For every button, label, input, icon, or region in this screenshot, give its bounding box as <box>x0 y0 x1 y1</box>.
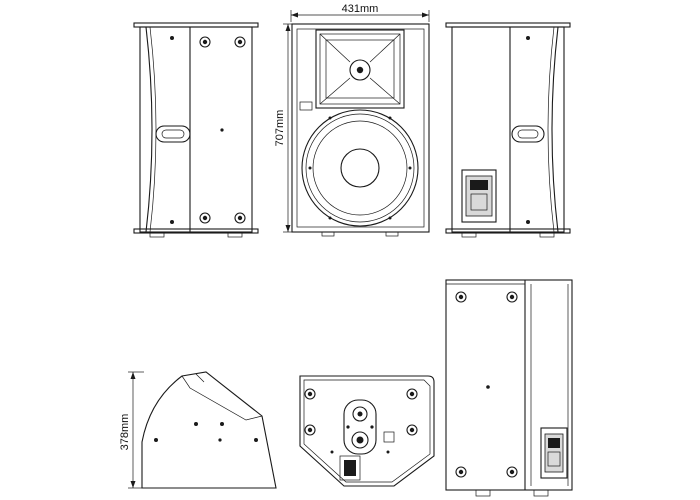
width-dimension-label: 431mm <box>342 3 379 15</box>
depth-dimension-label: 378mm <box>119 414 131 451</box>
side-view-right <box>445 22 571 238</box>
height-dimension-label: 707mm <box>274 110 286 147</box>
front-view: 431mm 707mm <box>274 3 430 237</box>
top-view <box>299 375 435 487</box>
rear-view <box>445 279 573 497</box>
side-view-left <box>133 22 259 238</box>
profile-view: 378mm <box>119 371 277 489</box>
